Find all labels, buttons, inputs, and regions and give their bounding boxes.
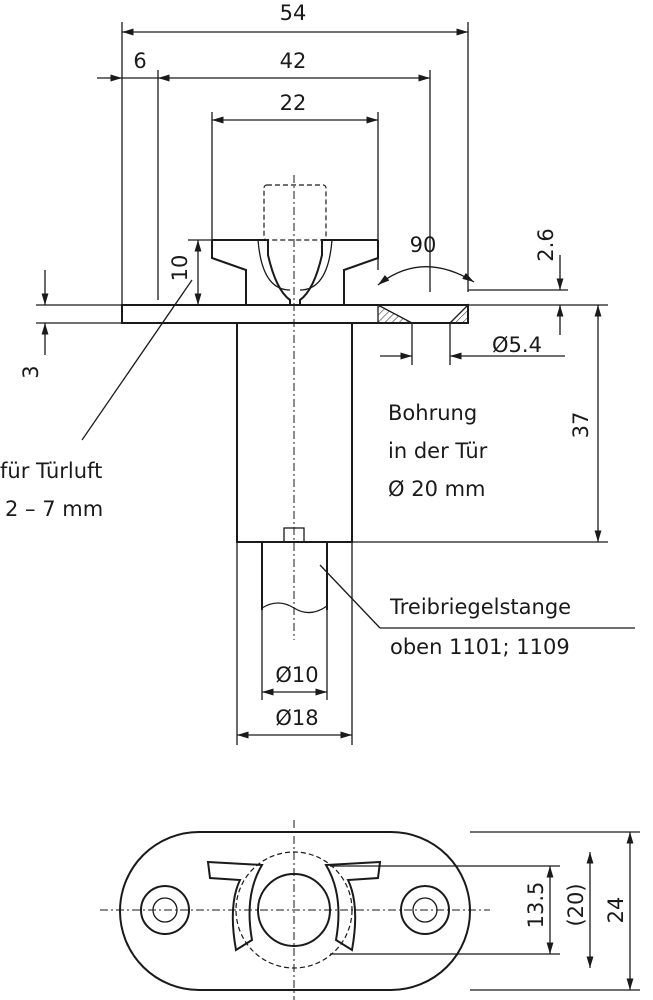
door-gap-note-1: für Türluft — [0, 459, 102, 483]
door-gap-note-2: 2 – 7 mm — [5, 497, 103, 521]
dimension-lines — [41, 28, 602, 739]
dim-hole-diameter: Ø5.4 — [492, 333, 542, 357]
leader-lines — [81, 279, 635, 629]
bottom-view — [100, 820, 640, 1000]
dim-24: 24 — [604, 897, 628, 924]
dim-20-ref: (20) — [564, 883, 588, 926]
rod-note-1: Treibriegelstange — [389, 595, 571, 619]
dim-body-diameter: Ø18 — [275, 706, 318, 730]
bore-note-2: in der Tür — [388, 439, 488, 463]
bore-note-1: Bohrung — [388, 401, 477, 425]
bore-note-3: Ø 20 mm — [388, 477, 486, 501]
dim-13-5: 13.5 — [524, 882, 548, 929]
dim-3: 3 — [19, 365, 43, 378]
notes: für Türluft 2 – 7 mm Bohrung in der Tür … — [0, 401, 571, 659]
dim-angle: 90 — [410, 233, 437, 257]
dim-6: 6 — [133, 49, 146, 73]
dim-2-6: 2.6 — [534, 228, 558, 261]
dim-54: 54 — [280, 1, 307, 25]
dim-22: 22 — [280, 91, 307, 115]
dim-37: 37 — [569, 412, 593, 439]
rod-note-2: oben 1101; 1109 — [390, 635, 570, 659]
dimension-labels: 54 6 42 22 90 2.6 10 3 Ø5.4 37 Ø10 Ø18 1… — [19, 1, 628, 928]
dim-10: 10 — [168, 255, 192, 282]
dim-42: 42 — [280, 49, 307, 73]
side-view — [121, 175, 469, 640]
dim-pin-diameter: Ø10 — [275, 663, 318, 687]
